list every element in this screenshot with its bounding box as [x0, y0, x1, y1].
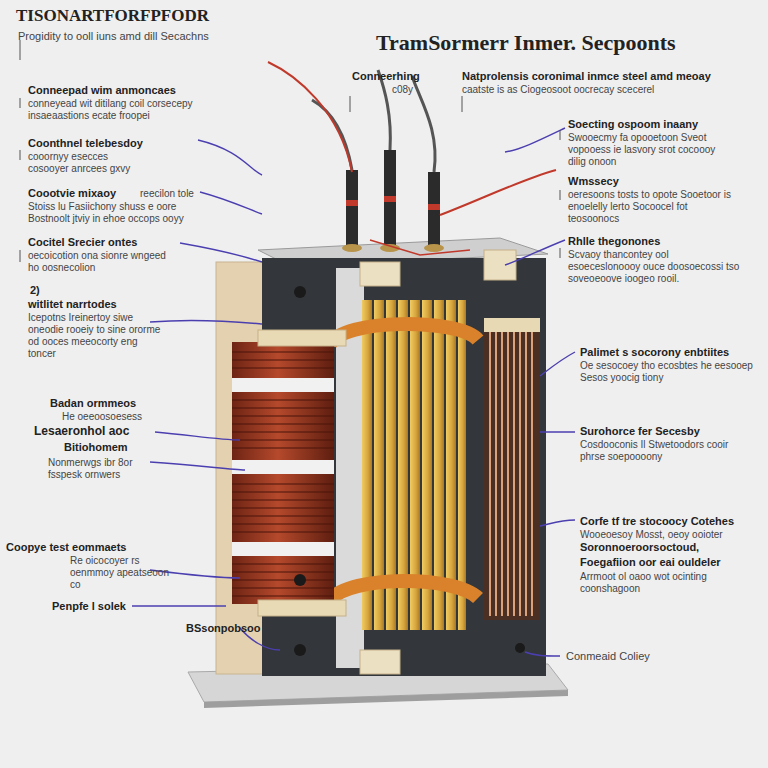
- callout-heading: Bitiohomem: [64, 441, 174, 454]
- callout-heading: Coonthnel telebesdoy: [28, 137, 198, 150]
- coil-cap: [258, 330, 346, 346]
- callout-text: reecilon tole: [140, 188, 240, 200]
- diagram-title: TramSormerr Inmer. Secpoonts: [376, 30, 676, 56]
- leader-line: [198, 140, 262, 175]
- wood-block: [360, 650, 400, 674]
- terminal-band: [428, 204, 440, 210]
- leader-line: [525, 652, 560, 656]
- wood-block: [360, 262, 400, 286]
- callout-heading: Badan ormmeos: [50, 397, 180, 410]
- coil-cap: [258, 600, 346, 616]
- callout-text: Scvaoy thancontey ool esoeceslonoooy ouc…: [568, 249, 743, 285]
- primary-coil: [232, 342, 334, 604]
- callout-heading: Soronnoeroorsoctoud,: [580, 541, 765, 554]
- coil-windings: [232, 352, 334, 596]
- terminal-band: [346, 200, 358, 206]
- leader-line: [180, 243, 262, 262]
- leader-line: [505, 128, 565, 152]
- callout-heading: Coopye test eommaets: [6, 541, 166, 554]
- bolt: [294, 574, 306, 586]
- lead-wire: [268, 62, 352, 172]
- coil-band: [232, 542, 334, 556]
- callout-heading: BSsonpobsoo: [186, 622, 296, 635]
- callout-text: Icepotns Ireinertoy siwe oneodie rooeiy …: [28, 312, 168, 360]
- callout-heading: Penpfe l solek: [52, 600, 162, 613]
- leader-lines: [132, 128, 575, 656]
- callout-heading: Wmssecy: [568, 175, 718, 188]
- secondary-window: [484, 318, 540, 620]
- callout-text: caatste is as Ciogeosoot oocrecay scecer…: [462, 84, 762, 96]
- callout-text: Stoiss lu Fasiichony shuss e oore Bostno…: [28, 201, 208, 225]
- callout-heading: Coootvie mixaoy: [28, 187, 138, 200]
- orange-cable: [330, 324, 478, 345]
- terminal-nut: [424, 244, 444, 252]
- terminal-post: [384, 150, 396, 250]
- lead-wire: [440, 170, 556, 215]
- callout-text: Re oicocoyer rs oenmmoy apeatseoon co: [70, 555, 170, 591]
- callout-heading: Soecting ospoom inaany: [568, 118, 758, 131]
- bolt: [294, 644, 306, 656]
- lead-wire: [370, 240, 470, 255]
- callout-heading: Surohorce fer Secesby: [580, 425, 760, 438]
- callout-text: He oeeoosoesess: [62, 411, 182, 423]
- callout-text: Oe sesocoey tho ecosbtes he eesooep Seso…: [580, 360, 760, 384]
- callout-heading: Conneepad wim anmoncaes: [28, 84, 218, 97]
- lead-wire: [412, 76, 435, 172]
- callout-heading: Natprolensis coronimal inmce steel amd m…: [462, 70, 762, 83]
- base-edge: [204, 690, 568, 708]
- callout-text: Swooecmy fa opooetoon Sveot vopooess ie …: [568, 132, 723, 168]
- callout-heading: Conneerhing: [352, 70, 462, 83]
- callout-text: cooornyy esecces cosooyer anrcees gxvy: [28, 151, 148, 175]
- callout-heading: 2): [30, 284, 70, 297]
- coil-band: [232, 460, 334, 474]
- leader-line: [155, 432, 240, 440]
- terminal-nut: [342, 244, 362, 252]
- leader-line: [132, 605, 226, 606]
- callout-text: Nonmerwgs ibr 8or fsspesk ornwers: [48, 457, 168, 481]
- leader-tick: [20, 40, 21, 262]
- bolt: [294, 286, 306, 298]
- callout-heading: Lesaeronhol aoc: [34, 424, 164, 438]
- terminal-post: [428, 172, 440, 250]
- callout-text: Wooeoesoy Mosst, oeoy ooioter: [580, 529, 765, 541]
- leader-line: [540, 352, 575, 376]
- terminal-band: [384, 196, 396, 202]
- wood-spacer: [484, 318, 540, 332]
- callout-heading: TISONARTFORFPFODR: [16, 6, 276, 26]
- core-fin: [458, 300, 466, 630]
- callout-text: conneyead wit ditilang coil corsecepy in…: [28, 98, 196, 122]
- copper-strands: [490, 322, 532, 616]
- callout-text: oeresoons tosts to opote Sooetoor is eno…: [568, 189, 738, 225]
- leader-line: [540, 520, 575, 526]
- callout-text: Arrmoot ol oaoo wot ocinting coonshagoon: [580, 571, 755, 595]
- terminal-post: [346, 170, 358, 250]
- callout-heading: Foegafiion oor eai ouldeler: [580, 556, 765, 569]
- lead-wire: [312, 100, 352, 170]
- callout-heading: Palimet s socorony enbtiites: [580, 346, 765, 359]
- callout-heading: witlitet narrtodes: [28, 298, 188, 311]
- leader-line: [540, 431, 575, 432]
- callout-text: Progidity to ooll iuns amd dill Secachns: [18, 30, 338, 43]
- wood-block: [484, 250, 516, 280]
- leader-line: [150, 462, 245, 470]
- callout-heading: Cocitel Srecier ontes: [28, 236, 198, 249]
- callout-heading: Rhlle thegonones: [568, 235, 738, 248]
- callout-text: oecoicotion ona sionre wngeed ho oosneco…: [28, 250, 178, 274]
- callout-text: Cosdooconis Il Stwetoodors cooir phrse s…: [580, 439, 755, 463]
- leader-line: [505, 240, 565, 265]
- callout-heading: Corfe tf tre stocoocy Cotehes: [580, 515, 765, 528]
- leader-tick: [350, 96, 560, 258]
- bolt: [515, 643, 525, 653]
- coil-band: [232, 378, 334, 392]
- leader-line: [200, 192, 262, 214]
- orange-cable: [330, 581, 478, 600]
- callout-text: c08y: [392, 84, 452, 96]
- callout-text: Conmeaid Coliey: [566, 650, 726, 663]
- leader-line: [150, 320, 262, 324]
